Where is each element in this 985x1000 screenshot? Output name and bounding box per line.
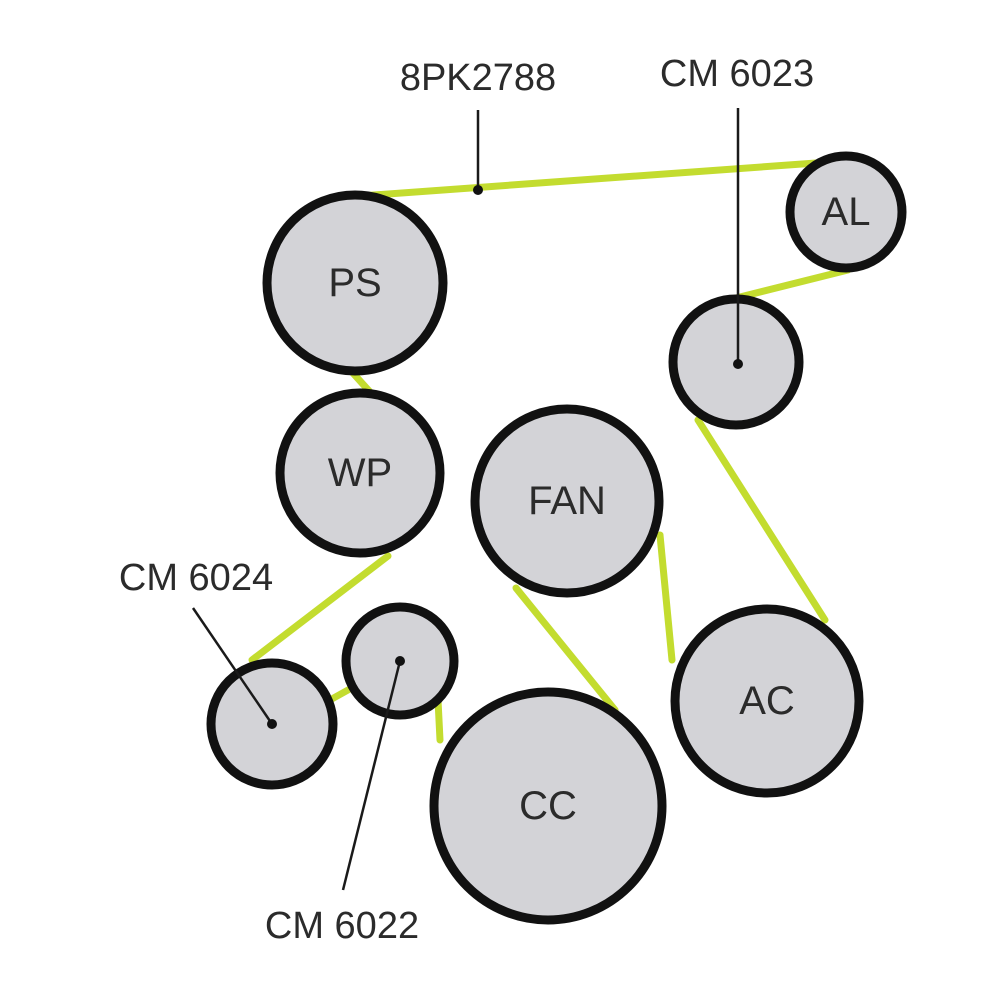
- belt-segment-fan-ac: [656, 531, 676, 664]
- pulley-label-ac: AC: [739, 679, 795, 723]
- pulley-ps: PS: [262, 190, 448, 376]
- callout-label-cm6023: CM 6023: [660, 53, 814, 95]
- leader-line-cm6024: [191, 607, 274, 725]
- leader-line-cm6022: [341, 660, 402, 891]
- leader-dot-cm6023: [733, 359, 743, 369]
- leader-dot-belt: [473, 185, 483, 195]
- pulley-al: AL: [785, 151, 907, 273]
- callout-label-cm6022: CM 6022: [265, 905, 419, 947]
- pulley-label-wp: WP: [328, 451, 392, 495]
- belt-segment-idler-cc: [434, 696, 444, 744]
- leader-dot-cm6022: [395, 656, 405, 666]
- pulley-label-ps: PS: [328, 261, 381, 305]
- belt: [248, 158, 852, 744]
- belt-segment-wp-tensioner: [248, 552, 392, 664]
- pulley-ac: AC: [670, 604, 864, 798]
- pulley-label-fan: FAN: [528, 479, 606, 523]
- belt-segment-al-idler: [724, 266, 852, 304]
- callout-label-cm6024: CM 6024: [119, 557, 273, 599]
- belt-segment-tensioner-idler: [326, 686, 352, 704]
- pulley-wp: WP: [275, 388, 445, 558]
- belt-segment-idler-ac: [694, 416, 829, 624]
- leader-dot-cm6024: [267, 719, 277, 729]
- leader-lines: [191, 108, 743, 891]
- pulley-cc: CC: [429, 687, 667, 925]
- belt-part-number-label: 8PK2788: [400, 57, 556, 99]
- pulley-label-al: AL: [822, 190, 871, 234]
- pulley-fan: FAN: [470, 404, 664, 598]
- pulley-label-cc: CC: [519, 784, 577, 828]
- belt-segment-ps-al: [356, 158, 834, 200]
- belt-segment-fan-cc: [512, 584, 619, 714]
